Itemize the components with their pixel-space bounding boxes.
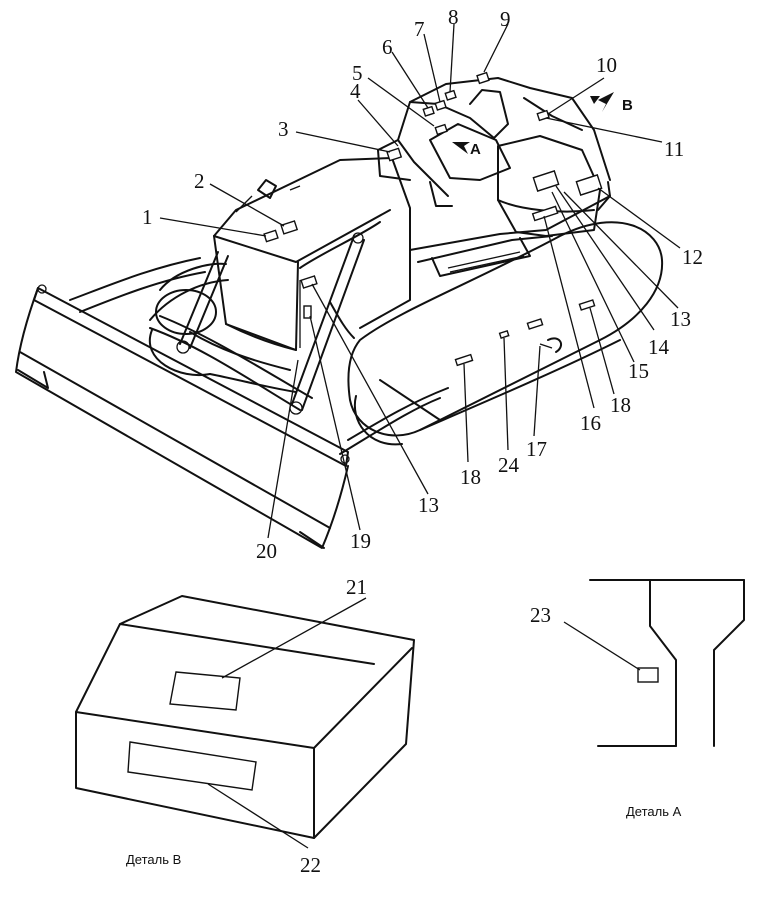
callout-22: 22 — [300, 853, 321, 877]
view-arrow-a-letter: A — [470, 141, 481, 158]
callout-numbers: 1 2 3 4 5 6 7 8 9 10 11 12 13 14 15 16 1… — [142, 5, 703, 563]
callout-3: 3 — [278, 117, 289, 141]
bulldozer-drawing: A B — [15, 71, 664, 549]
detail-b: 21 22 Деталь В — [75, 575, 415, 877]
callout-24: 24 — [498, 453, 520, 477]
callout-1: 1 — [142, 205, 153, 229]
callout-12: 12 — [682, 245, 703, 269]
detail-a-caption: Деталь А — [626, 804, 682, 819]
label-plates — [263, 71, 603, 367]
push-arms — [69, 257, 449, 455]
lift-cylinders — [176, 232, 365, 415]
callout-10: 10 — [596, 53, 617, 77]
cabin — [377, 77, 611, 237]
callout-15: 15 — [628, 359, 649, 383]
rear-fender — [409, 195, 611, 277]
detail-a: 23 Деталь А — [530, 579, 745, 819]
callout-7: 7 — [414, 17, 425, 41]
detail-b-caption: Деталь В — [126, 852, 181, 867]
callout-18-rear: 18 — [610, 393, 631, 417]
callout-16: 16 — [580, 411, 601, 435]
callout-17: 17 — [526, 437, 547, 461]
callout-14: 14 — [648, 335, 670, 359]
callout-5: 5 — [352, 61, 363, 85]
callout-11: 11 — [664, 137, 684, 161]
view-arrow-a: A — [452, 141, 481, 158]
left-track — [148, 262, 297, 393]
callout-19: 19 — [350, 529, 371, 553]
engine-hood — [213, 157, 411, 351]
callout-8: 8 — [448, 5, 459, 29]
callout-9: 9 — [500, 7, 511, 31]
view-arrow-b-letter: B — [622, 97, 633, 114]
callout-23: 23 — [530, 603, 551, 627]
leader-lines — [159, 23, 681, 539]
callout-18-front: 18 — [460, 465, 481, 489]
callout-13-rear: 13 — [670, 307, 691, 331]
track-assembly — [329, 221, 664, 446]
callout-2: 2 — [194, 169, 205, 193]
dozer-blade — [15, 284, 350, 549]
callout-6: 6 — [382, 35, 393, 59]
view-arrow-b: B — [590, 92, 633, 114]
callout-21: 21 — [346, 575, 367, 599]
callout-13-front: 13 — [418, 493, 439, 517]
callout-20: 20 — [256, 539, 277, 563]
callout-4: 4 — [350, 79, 361, 103]
